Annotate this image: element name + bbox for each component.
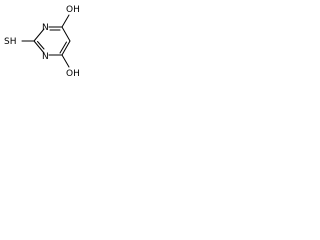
bond-c6-o-bottom (61, 54, 70, 68)
atom-sh: SH (4, 37, 16, 47)
atom-oh-bottom: OH (66, 69, 80, 79)
bond-c5-c6-inner (59, 41, 67, 54)
molecule-structure: N N SH OH OH (4, 5, 80, 79)
bond-n1-c2-inner (37, 41, 45, 50)
atom-n-top: N (42, 23, 49, 33)
bond-c5-c6 (61, 40, 71, 56)
bond-c2-n3 (33, 28, 45, 42)
bond-c4-o-top (61, 14, 70, 28)
atom-n-bottom: N (42, 52, 49, 62)
bond-n1-c2 (33, 40, 45, 54)
atom-oh-top: OH (66, 5, 80, 15)
bond-c4-c5 (61, 26, 71, 42)
